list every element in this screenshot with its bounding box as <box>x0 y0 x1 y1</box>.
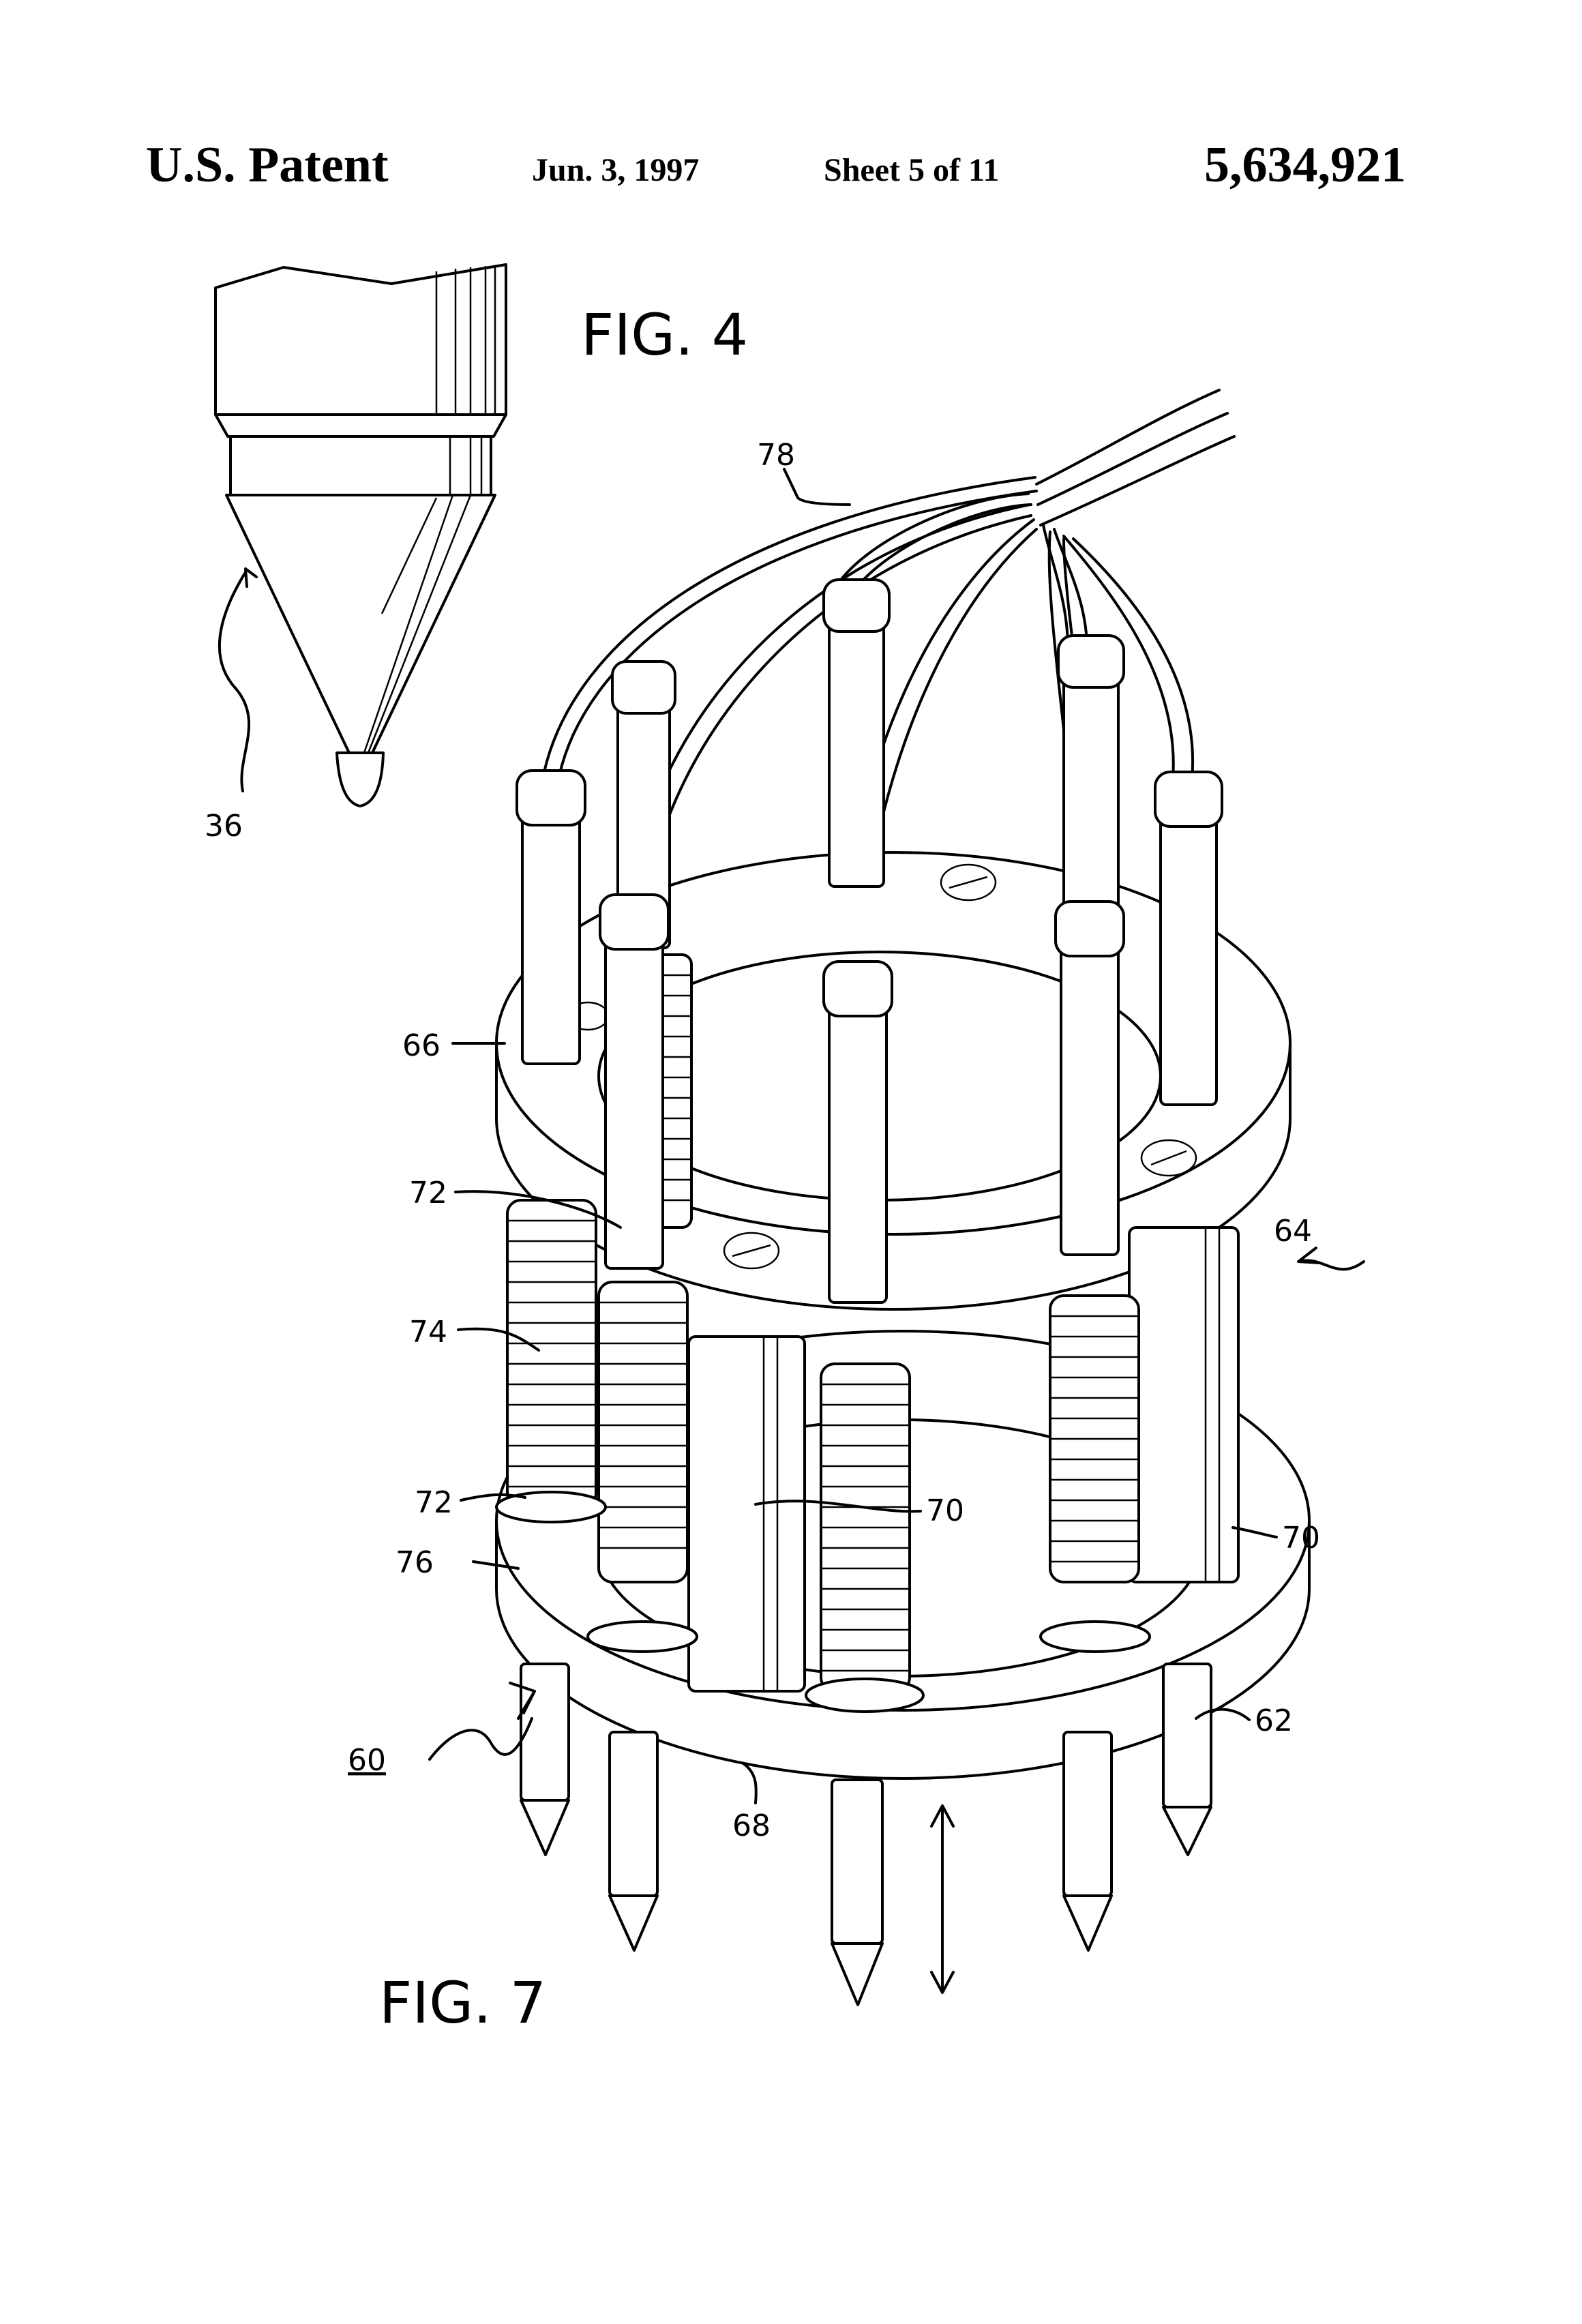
ref-62: 62 <box>1255 1703 1293 1738</box>
fig4-probe-tip-drawing <box>215 265 506 806</box>
ref-36: 36 <box>205 809 243 844</box>
ref-64: 64 <box>1274 1214 1312 1249</box>
fig4-label: FIG. 4 <box>581 301 748 368</box>
ref-72-lower: 72 <box>415 1485 453 1520</box>
ref-76: 76 <box>395 1545 434 1580</box>
ref-70-center: 70 <box>926 1493 964 1528</box>
ref-72-upper: 72 <box>409 1176 447 1210</box>
ref-68: 68 <box>732 1808 771 1843</box>
fig7-label: FIG. 7 <box>379 1969 546 2036</box>
ref-70-right: 70 <box>1282 1521 1320 1555</box>
ref-78: 78 <box>757 438 795 473</box>
fig7-probe-assembly-drawing <box>430 390 1364 2005</box>
ref-74: 74 <box>409 1315 447 1350</box>
ref-60: 60 <box>348 1743 386 1778</box>
ref-66: 66 <box>402 1028 441 1063</box>
